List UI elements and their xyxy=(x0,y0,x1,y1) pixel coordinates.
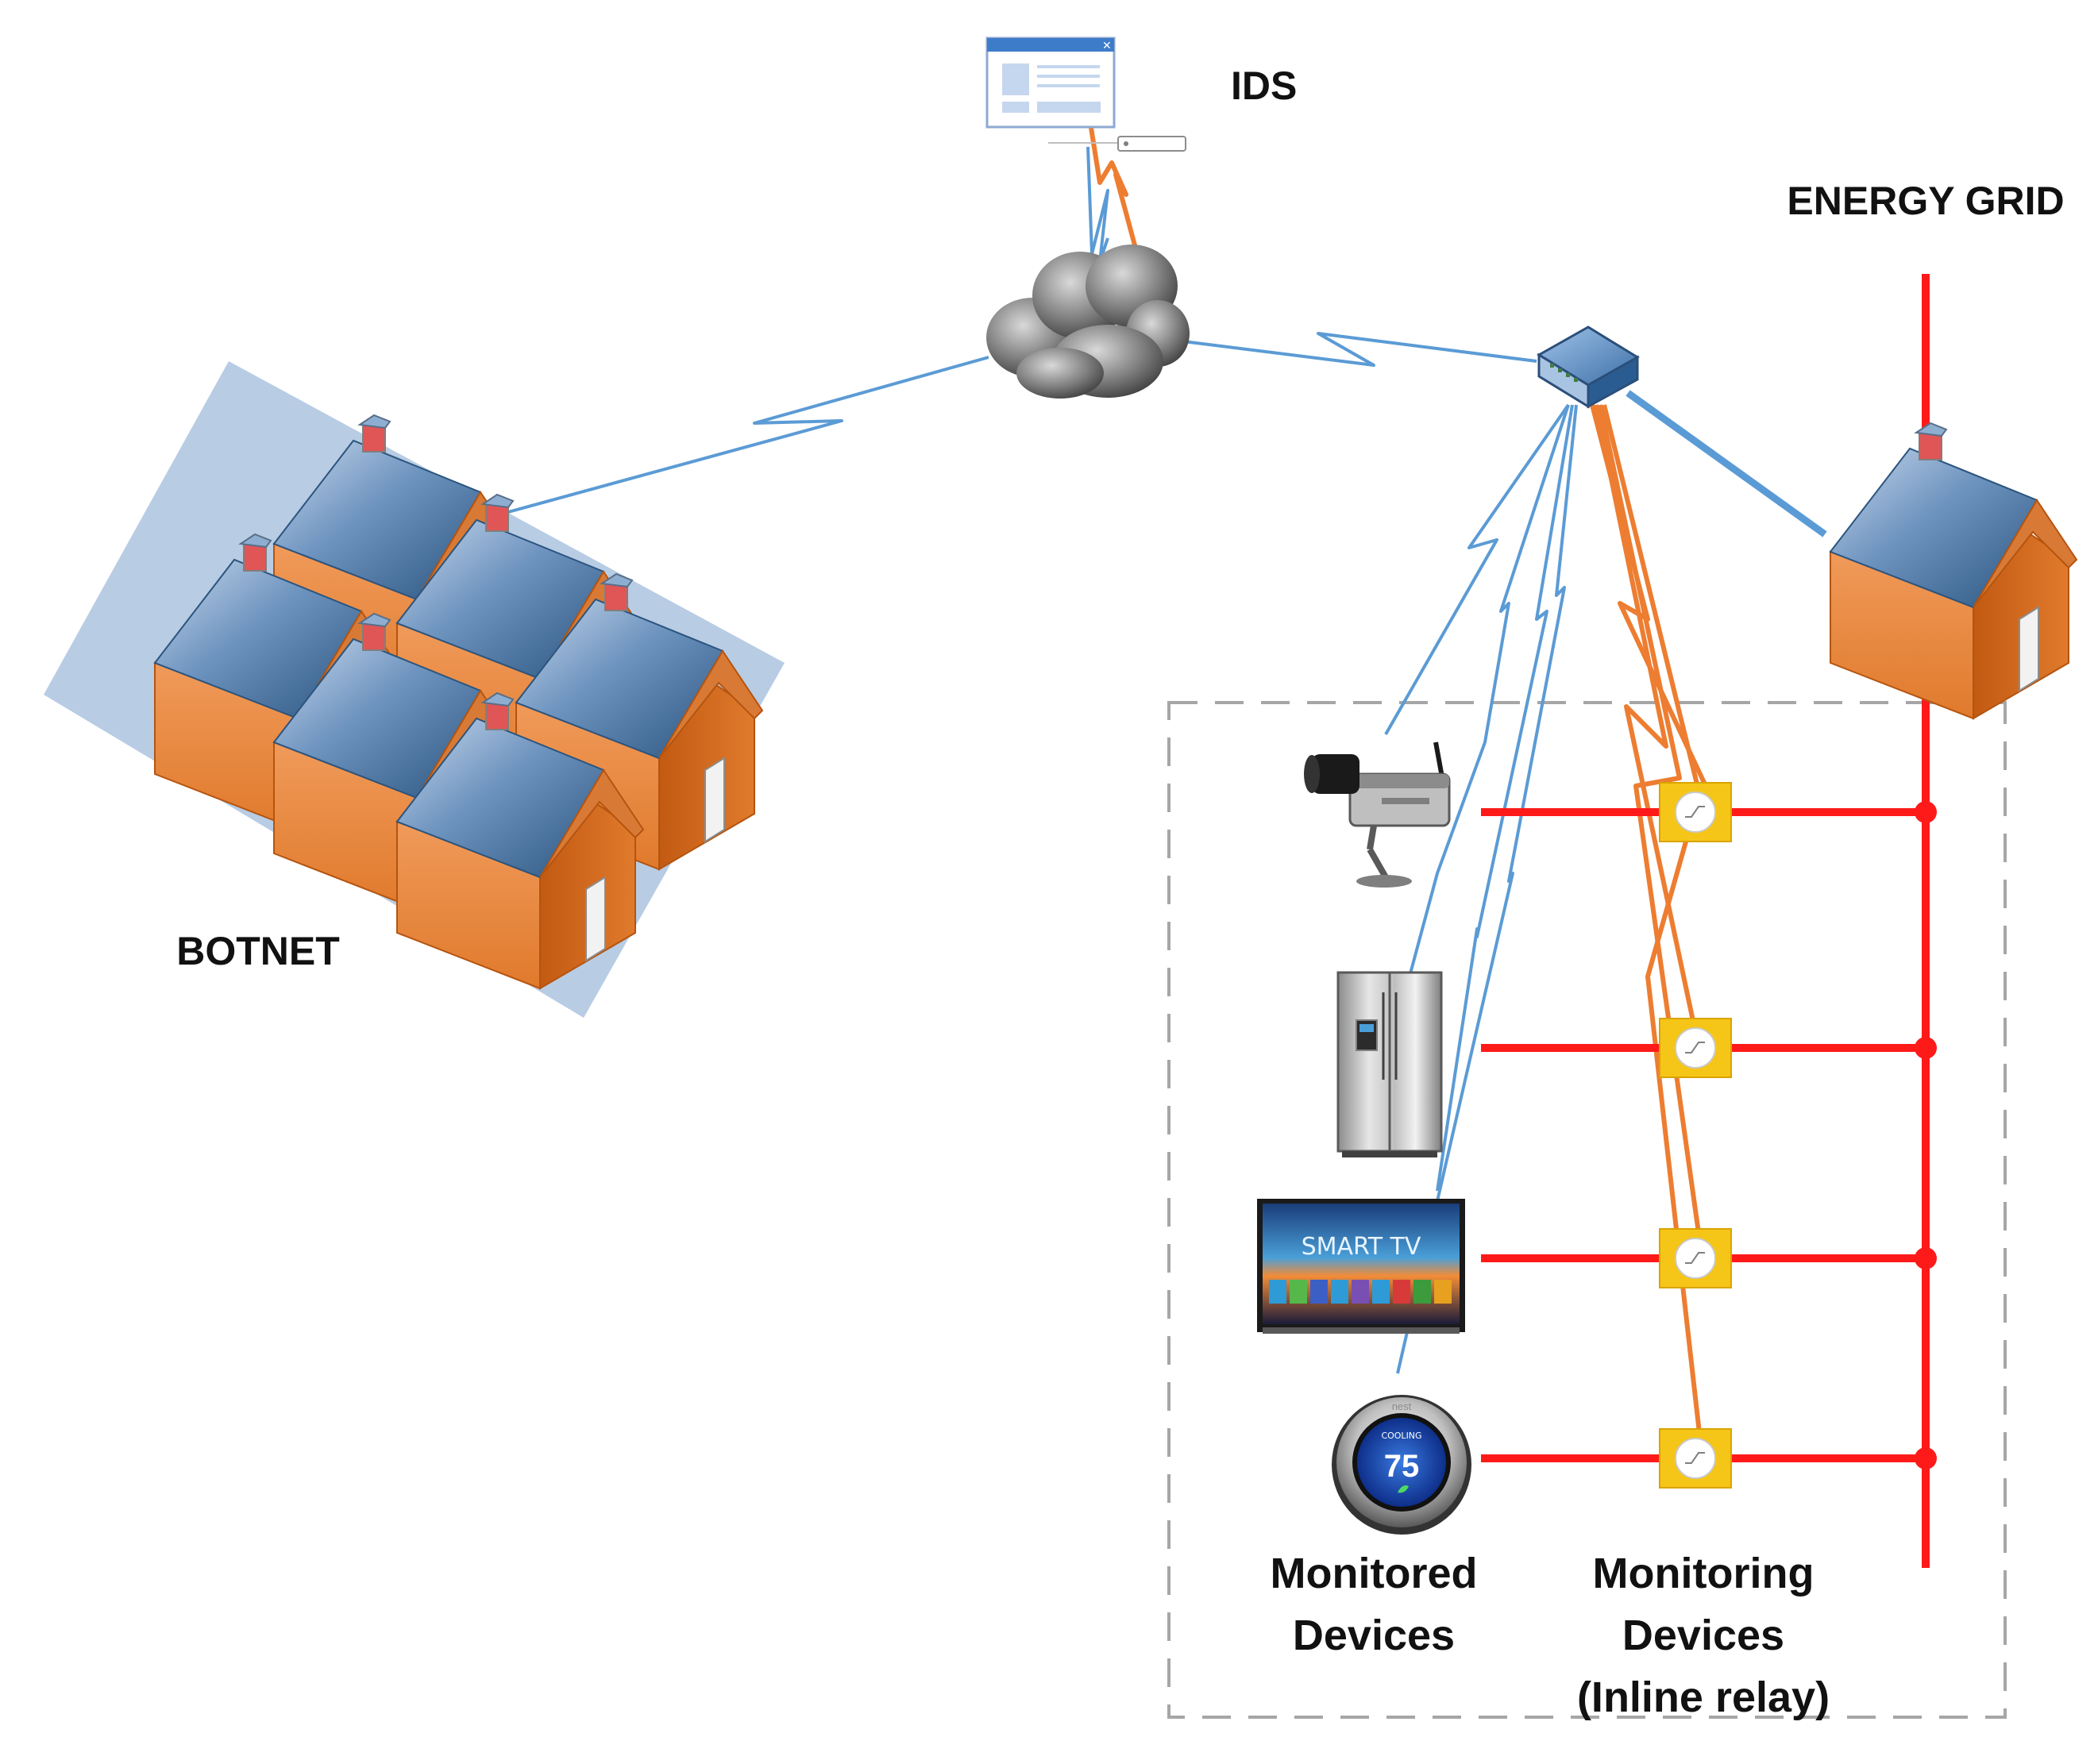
svg-text:✕: ✕ xyxy=(1102,40,1112,52)
inline-relay-icon xyxy=(1659,1428,1732,1489)
ids-monitor-icon: ✕ xyxy=(985,37,1186,152)
junction-dot xyxy=(1915,1037,1937,1059)
grid-junctions xyxy=(1915,801,1937,1469)
router-fridge-link xyxy=(1408,404,1570,977)
energy-grid-label: ENERGY GRID xyxy=(1787,179,2064,223)
monitoring-devices-label-line1: Monitoring xyxy=(1593,1550,1815,1597)
tv-app-tiles xyxy=(1269,1280,1452,1304)
botnet-cloud-link xyxy=(507,356,989,514)
internet-cloud-icon xyxy=(986,245,1190,399)
ids-label: IDS xyxy=(1231,64,1297,108)
router-camera-link xyxy=(1384,403,1570,735)
smart-fridge-icon xyxy=(1336,971,1443,1157)
ids-link xyxy=(1083,92,1140,255)
monitored-devices-label-line1: Monitored xyxy=(1271,1550,1478,1597)
botnet-label: BOTNET xyxy=(176,929,340,973)
router-house-link xyxy=(1626,390,1827,537)
junction-dot xyxy=(1915,1447,1937,1469)
inline-relay-icon xyxy=(1659,1018,1732,1078)
router-tv-link xyxy=(1436,404,1574,1192)
thermostat-mode-text: COOLING xyxy=(1381,1431,1421,1441)
home-boundary xyxy=(1167,701,2007,1719)
junction-dot xyxy=(1915,801,1937,823)
inline-relay-icon xyxy=(1659,782,1732,842)
monitoring-devices-label-line3: (Inline relay) xyxy=(1577,1673,1830,1721)
ip-camera-icon xyxy=(1304,741,1451,888)
inline-relay-icon xyxy=(1659,1228,1732,1288)
thermostat-temp-text: 75 xyxy=(1384,1449,1420,1484)
monitored-devices-label-line2: Devices xyxy=(1293,1612,1455,1659)
house-icon xyxy=(1830,422,2077,719)
smart-thermostat-icon: COOLING 75 nest xyxy=(1332,1395,1471,1535)
smart-tv-icon: SMART TV xyxy=(1257,1199,1465,1334)
monitoring-devices-label-line2: Devices xyxy=(1622,1612,1784,1659)
tv-brand-text: SMART TV xyxy=(1302,1233,1421,1261)
router-thermostat-link xyxy=(1396,404,1578,1374)
router-icon xyxy=(1537,325,1640,409)
thermostat-brand-text: nest xyxy=(1392,1400,1412,1412)
cloud-router-link xyxy=(1182,332,1537,367)
junction-dot xyxy=(1915,1247,1937,1269)
monitoring-links xyxy=(1590,404,1714,1434)
